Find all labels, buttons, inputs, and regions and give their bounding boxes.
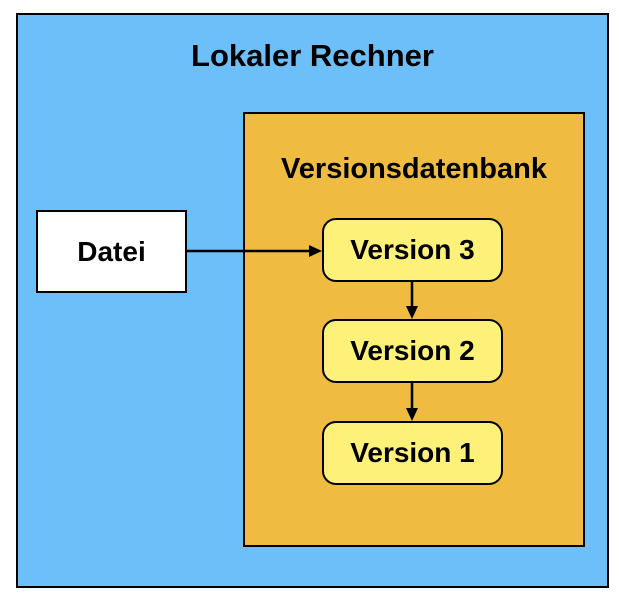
file-box: Datei xyxy=(36,210,187,293)
local-computer-title: Lokaler Rechner xyxy=(191,38,434,73)
version-database-title: Versionsdatenbank xyxy=(281,153,547,185)
version-2-box: Version 2 xyxy=(322,319,503,383)
version-1-box: Version 1 xyxy=(322,421,503,485)
version-3-box: Version 3 xyxy=(322,218,503,282)
